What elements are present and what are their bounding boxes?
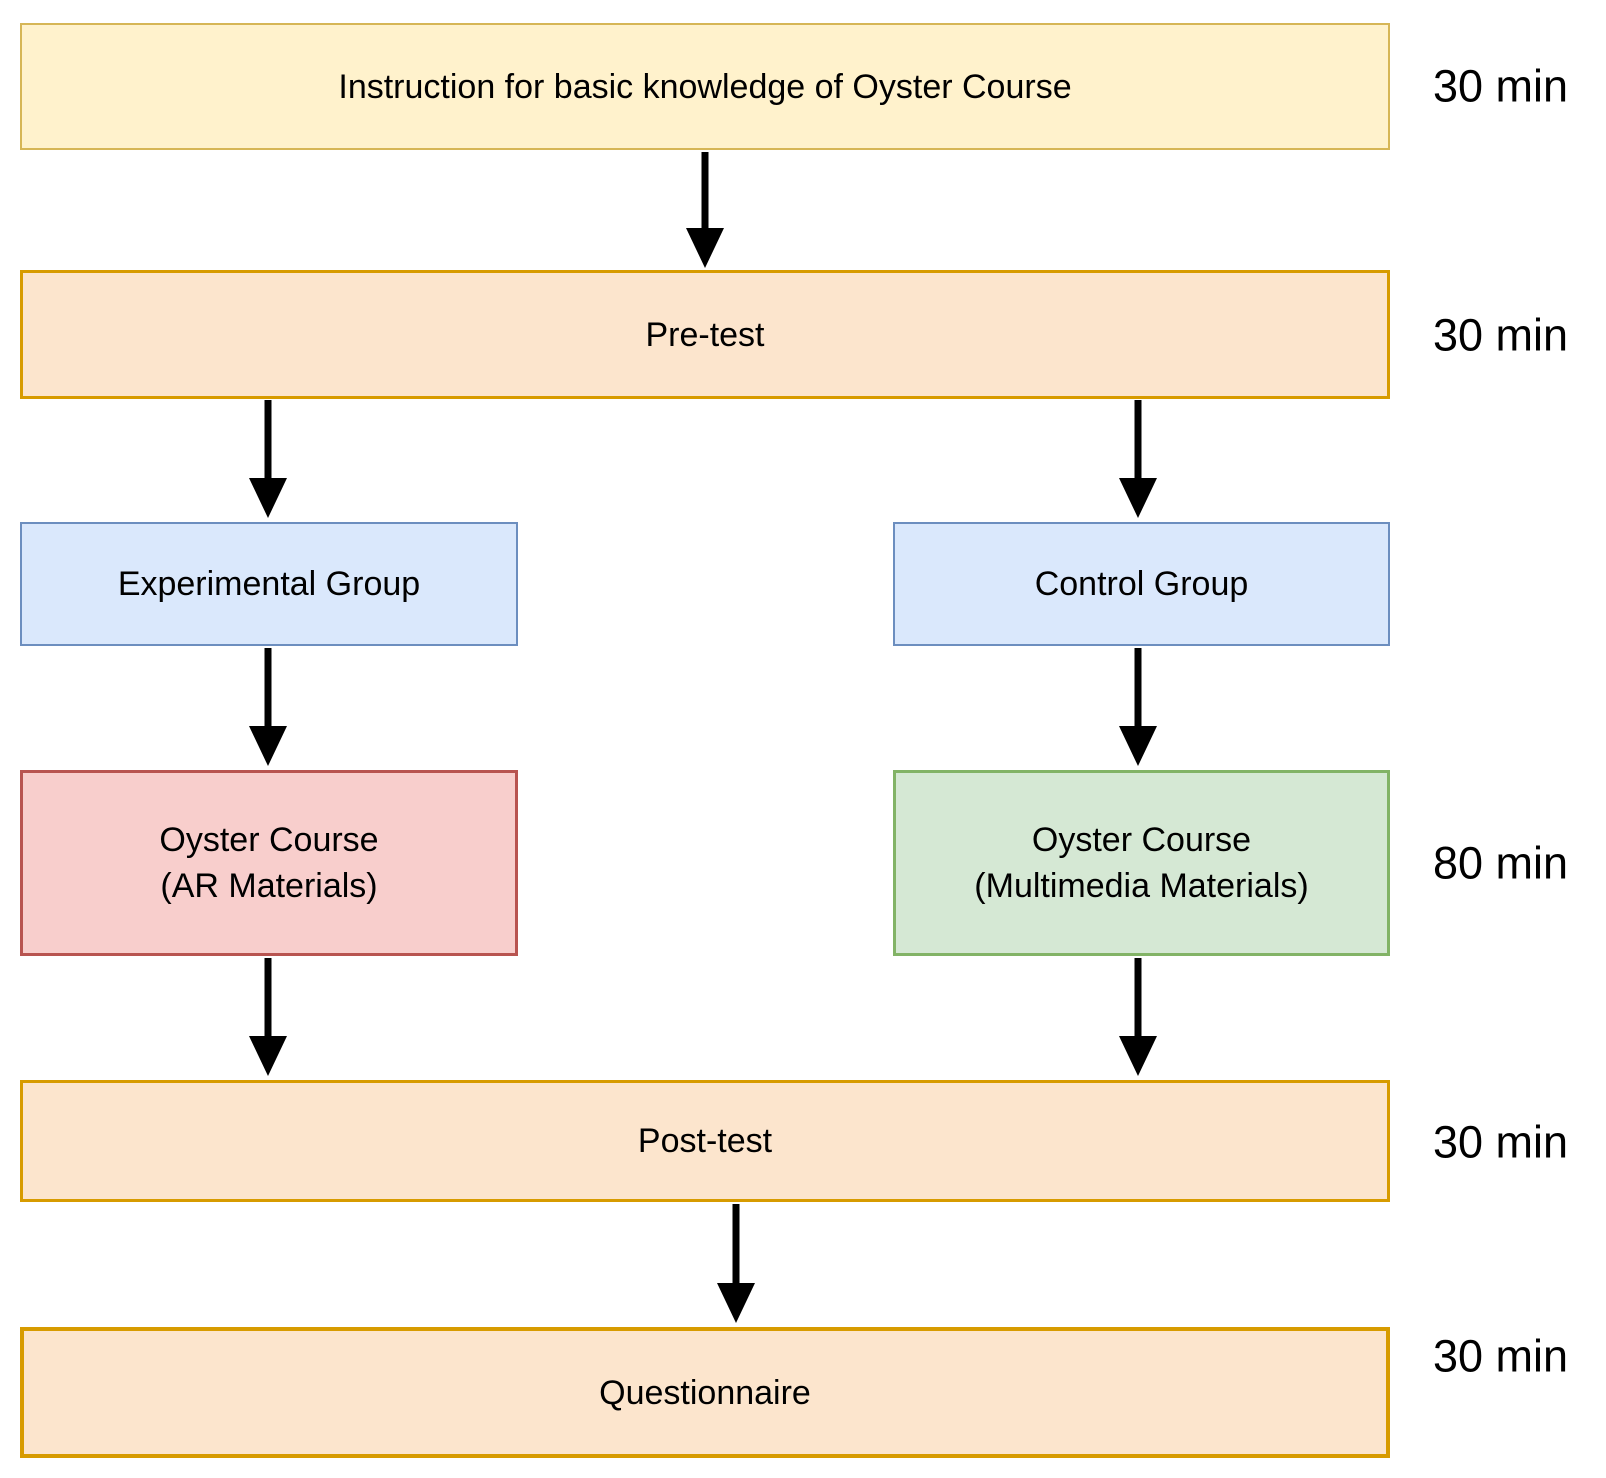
node-oyster-course-multimedia: Oyster Course (Multimedia Materials): [893, 770, 1390, 956]
node-questionnaire-label: Questionnaire: [599, 1373, 811, 1412]
node-posttest: Post-test: [20, 1080, 1390, 1202]
duration-label-course: 80 min: [1433, 837, 1569, 889]
node-oyster-course-ar-line2: (AR Materials): [160, 867, 378, 905]
node-pretest: Pre-test: [20, 270, 1390, 399]
duration-label-posttest: 30 min: [1433, 1116, 1569, 1168]
node-oyster-course-multimedia-line2: (Multimedia Materials): [974, 867, 1309, 905]
node-pretest-label: Pre-test: [645, 315, 765, 354]
node-oyster-course-ar-line1: Oyster Course: [159, 821, 379, 859]
node-questionnaire: Questionnaire: [20, 1327, 1390, 1458]
arrow-ar-course-to-posttest: [249, 958, 287, 1076]
arrow-experimental-to-ar-course: [249, 648, 287, 766]
node-experimental-group: Experimental Group: [20, 522, 518, 646]
node-experimental-group-label: Experimental Group: [117, 565, 421, 603]
node-control-group-label: Control Group: [1034, 565, 1249, 603]
duration-label-instruction: 30 min: [1433, 60, 1569, 112]
node-control-group: Control Group: [893, 522, 1390, 646]
node-instruction: Instruction for basic knowledge of Oyste…: [20, 23, 1390, 150]
arrow-control-to-multimedia-course: [1119, 648, 1157, 766]
node-oyster-course-ar: Oyster Course (AR Materials): [20, 770, 518, 956]
arrow-pretest-to-experimental: [249, 400, 287, 518]
node-posttest-label: Post-test: [637, 1122, 773, 1160]
arrow-multimedia-course-to-posttest: [1119, 958, 1157, 1076]
duration-label-pretest: 30 min: [1433, 309, 1569, 361]
node-instruction-label: Instruction for basic knowledge of Oyste…: [338, 67, 1072, 106]
node-oyster-course-multimedia-line1: Oyster Course: [1031, 821, 1252, 859]
arrow-instruction-to-pretest: [686, 152, 724, 268]
duration-label-questionnaire: 30 min: [1433, 1330, 1569, 1382]
arrow-posttest-to-questionnaire: [717, 1204, 755, 1323]
arrow-pretest-to-control: [1119, 400, 1157, 518]
